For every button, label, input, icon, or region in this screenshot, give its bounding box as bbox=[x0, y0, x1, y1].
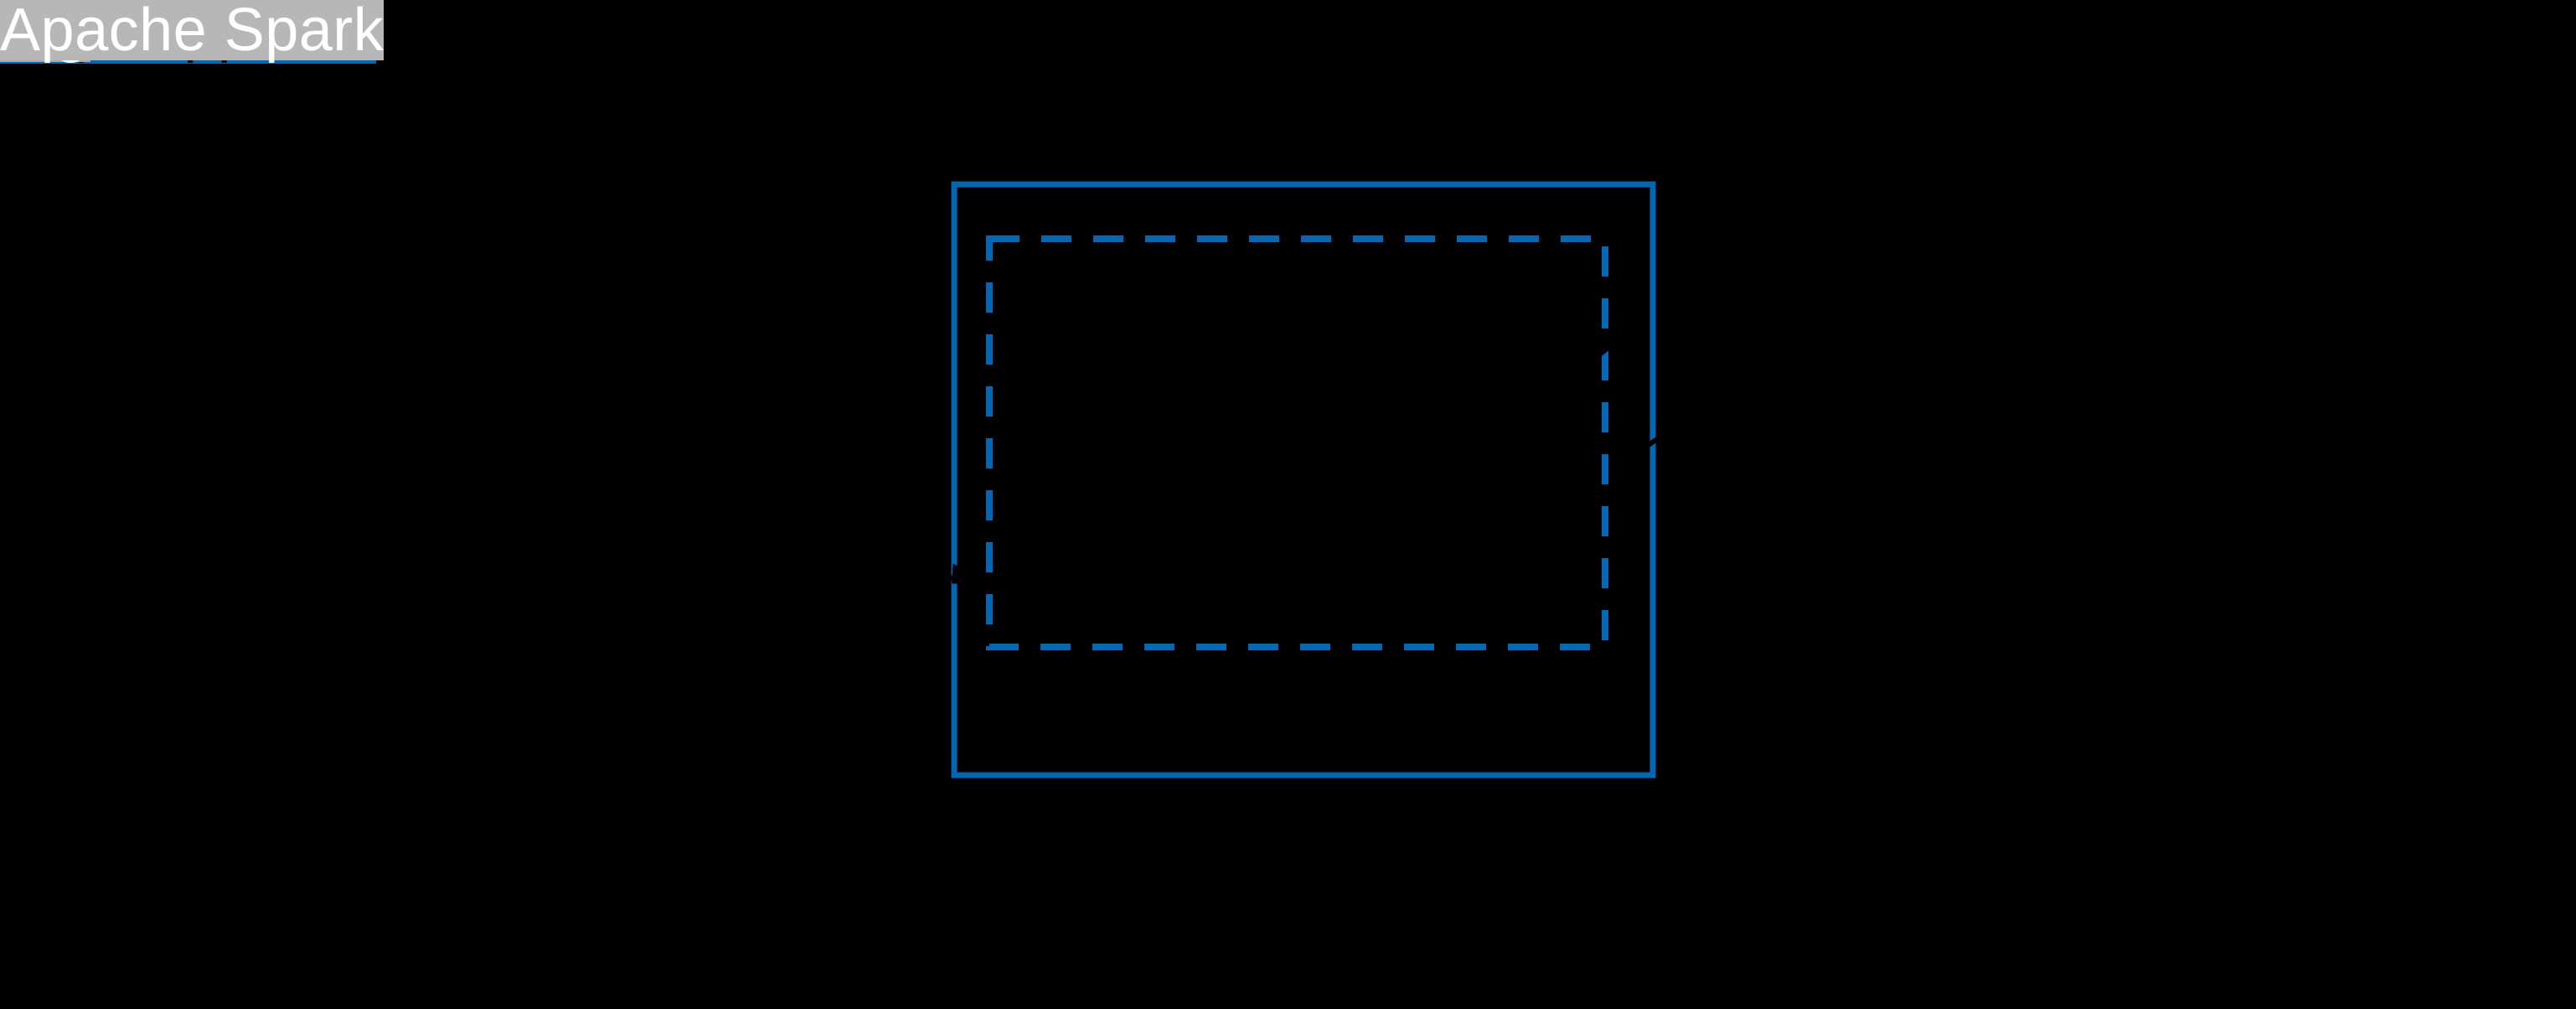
apache-spark-node: Apache Spark bbox=[0, 0, 385, 64]
enclave-solid-border bbox=[951, 181, 1656, 779]
enclave-dashed-boundary bbox=[986, 235, 1608, 650]
apache-spark-label: Apache Spark bbox=[0, 0, 385, 64]
